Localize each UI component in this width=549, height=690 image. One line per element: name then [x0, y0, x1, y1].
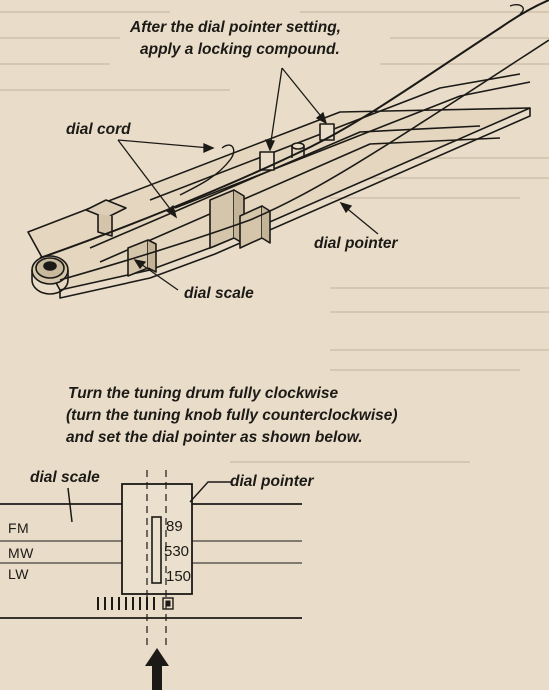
dial-pointer-label-bottom: dial pointer	[230, 473, 314, 490]
dial-scale-label-bottom: dial scale	[30, 469, 100, 486]
band-label-lw: LW	[8, 566, 29, 582]
dial-cord-label: dial cord	[66, 121, 131, 138]
instruction-line3: and set the dial pointer as shown below.	[66, 429, 363, 446]
band-label-fm: FM	[8, 520, 30, 536]
lw-value: 150	[166, 568, 192, 585]
dial-pointer-label-top: dial pointer	[314, 235, 398, 252]
locking-compound-note-line1: After the dial pointer setting,	[130, 19, 341, 36]
locking-compound-note-line2: apply a locking compound.	[140, 41, 340, 58]
dial-scale-label-top: dial scale	[184, 285, 254, 302]
fm-value: 89	[166, 518, 183, 535]
band-label-mw: MW	[8, 545, 34, 561]
instruction-line1: Turn the tuning drum fully clockwise	[68, 385, 339, 402]
instruction-line2: (turn the tuning knob fully counterclock…	[66, 407, 398, 424]
mw-value: 530	[164, 543, 190, 560]
